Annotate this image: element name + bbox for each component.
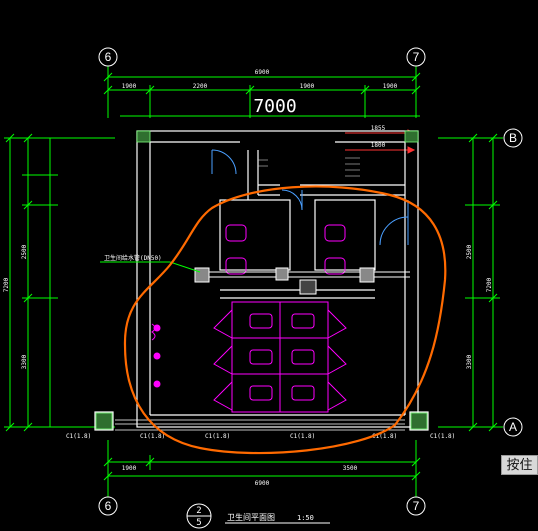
dim-top-seg3: 1900 [300, 83, 315, 90]
dim-left-total: 7200 [3, 277, 10, 292]
grid-label-bottom-right: 7 [413, 499, 420, 513]
grid-bubble-top-right [406, 47, 426, 67]
dim-left-low: 3300 [21, 354, 28, 369]
walls [94, 130, 429, 431]
grid-bubble-bottom-left [98, 496, 118, 516]
pipe-label: 卫生间给水管(DN50) [104, 254, 162, 262]
dim-bottom-seg2: 3500 [343, 465, 358, 472]
grid-bubbles [98, 47, 523, 516]
dim-left-mid: 2500 [21, 244, 28, 259]
drawing-scale: 1:50 [297, 514, 314, 522]
water-pipe [194, 267, 410, 295]
annotation-ticks [258, 157, 360, 177]
window-tag-1: C1(1.8) [66, 433, 91, 440]
dim-1855: 1855 [371, 125, 386, 132]
grid-bubble-top-left [98, 47, 118, 67]
dim-bottom-seg1: 1900 [122, 465, 137, 472]
drawing-title: 卫生间平面图 [227, 512, 275, 522]
dim-top-seg1: 1900 [122, 83, 137, 90]
grid-labels: 6 7 6 7 B A [105, 50, 517, 513]
grid-bubble-right-top [503, 128, 523, 148]
grid-label-right-top: B [509, 131, 517, 145]
dim-right-mid: 2500 [466, 244, 473, 259]
window-tag-4: C1(1.8) [290, 433, 315, 440]
fixtures [213, 224, 347, 413]
dim-right-low: 3300 [466, 354, 473, 369]
dim-right-total: 7200 [486, 277, 493, 292]
dim-overall-top: 7000 [253, 96, 296, 117]
dim-top-seg2: 2200 [193, 83, 208, 90]
urinals [151, 323, 161, 388]
columns [95, 130, 428, 430]
doors [211, 149, 409, 246]
notes: 卫生间给水管(DN50) C1(1.8) C1(1.8) C1(1.8) C1(… [66, 254, 455, 440]
press-hold-button[interactable]: 按住 [501, 455, 538, 475]
window-tag-5: C1(1.8) [372, 433, 397, 440]
grid-label-bottom-left: 6 [105, 499, 112, 513]
grid-label-top-right: 7 [413, 50, 420, 64]
dim-bottom-total: 6900 [255, 480, 270, 487]
detail-number: 2 [196, 506, 201, 516]
grid-bubble-right-bottom [503, 417, 523, 437]
bottom-windows [115, 419, 405, 431]
dim-top-seg4: 1900 [383, 83, 398, 90]
window-tag-6: C1(1.8) [430, 433, 455, 440]
window-tag-3: C1(1.8) [205, 433, 230, 440]
highlight-circle [123, 185, 447, 455]
pipe-leader [100, 261, 201, 273]
title-block: 2 5 卫生间平面图 1:50 [186, 503, 330, 529]
dim-top-total: 6900 [255, 69, 270, 76]
detail-sheet: 5 [196, 518, 201, 528]
dimension-ticks [5, 72, 498, 481]
window-tag-2: C1(1.8) [140, 433, 165, 440]
grid-label-right-bottom: A [509, 420, 517, 434]
dimension-labels: 6900 1900 2200 1900 1900 7000 1855 1800 … [3, 69, 493, 487]
grid-bubble-bottom-right [406, 496, 426, 516]
dim-1800: 1800 [371, 142, 386, 149]
grid-label-top-left: 6 [105, 50, 112, 64]
